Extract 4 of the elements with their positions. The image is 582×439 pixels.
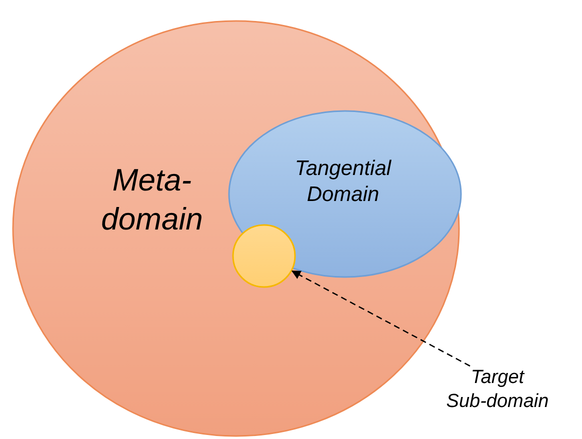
dashed-arrow [291, 270, 470, 367]
region-label: Tangential Domain [294, 156, 392, 208]
region-label: Meta- domain [100, 161, 204, 238]
region-label: Target Sub-domain [445, 366, 550, 414]
